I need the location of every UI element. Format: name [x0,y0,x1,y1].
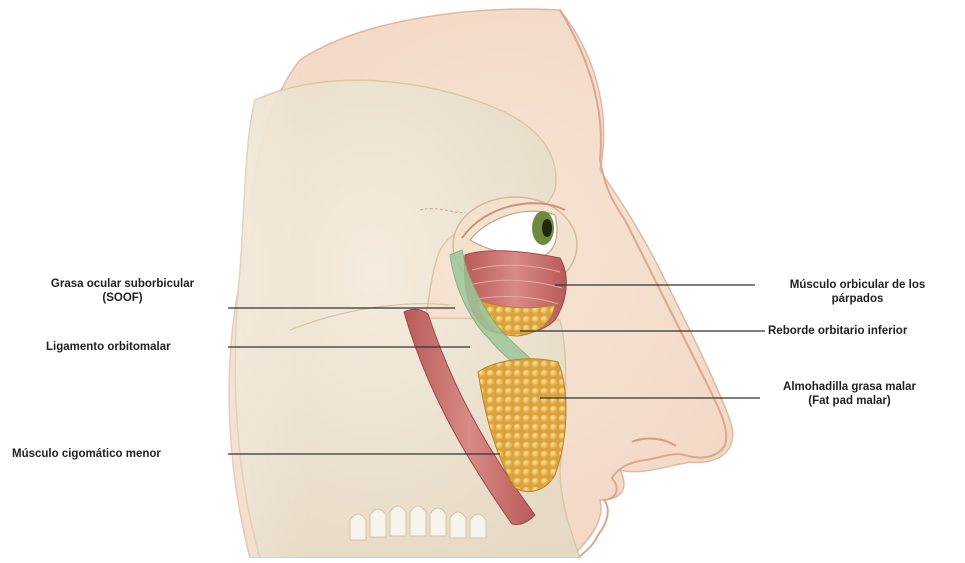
label-ligamento: Ligamento orbitomalar [46,340,171,354]
label-almohadilla-line2: (Fat pad malar) [762,394,937,408]
label-reborde: Reborde orbitario inferior [768,324,907,338]
label-soof-line1: Grasa ocular suborbicular [20,277,225,291]
label-orbicular-line1: Músculo orbicular de los [760,278,955,292]
label-soof-line2: (SOOF) [20,291,225,305]
label-orbicular-line2: párpados [760,292,955,306]
label-cigomatico: Músculo cigomático menor [12,447,161,461]
label-almohadilla-line1: Almohadilla grasa malar [762,380,937,394]
pupil-icon [542,219,552,237]
label-soof: Grasa ocular suborbicular (SOOF) [20,277,225,305]
label-orbicular: Músculo orbicular de los párpados [760,278,955,306]
label-almohadilla: Almohadilla grasa malar (Fat pad malar) [762,380,937,408]
